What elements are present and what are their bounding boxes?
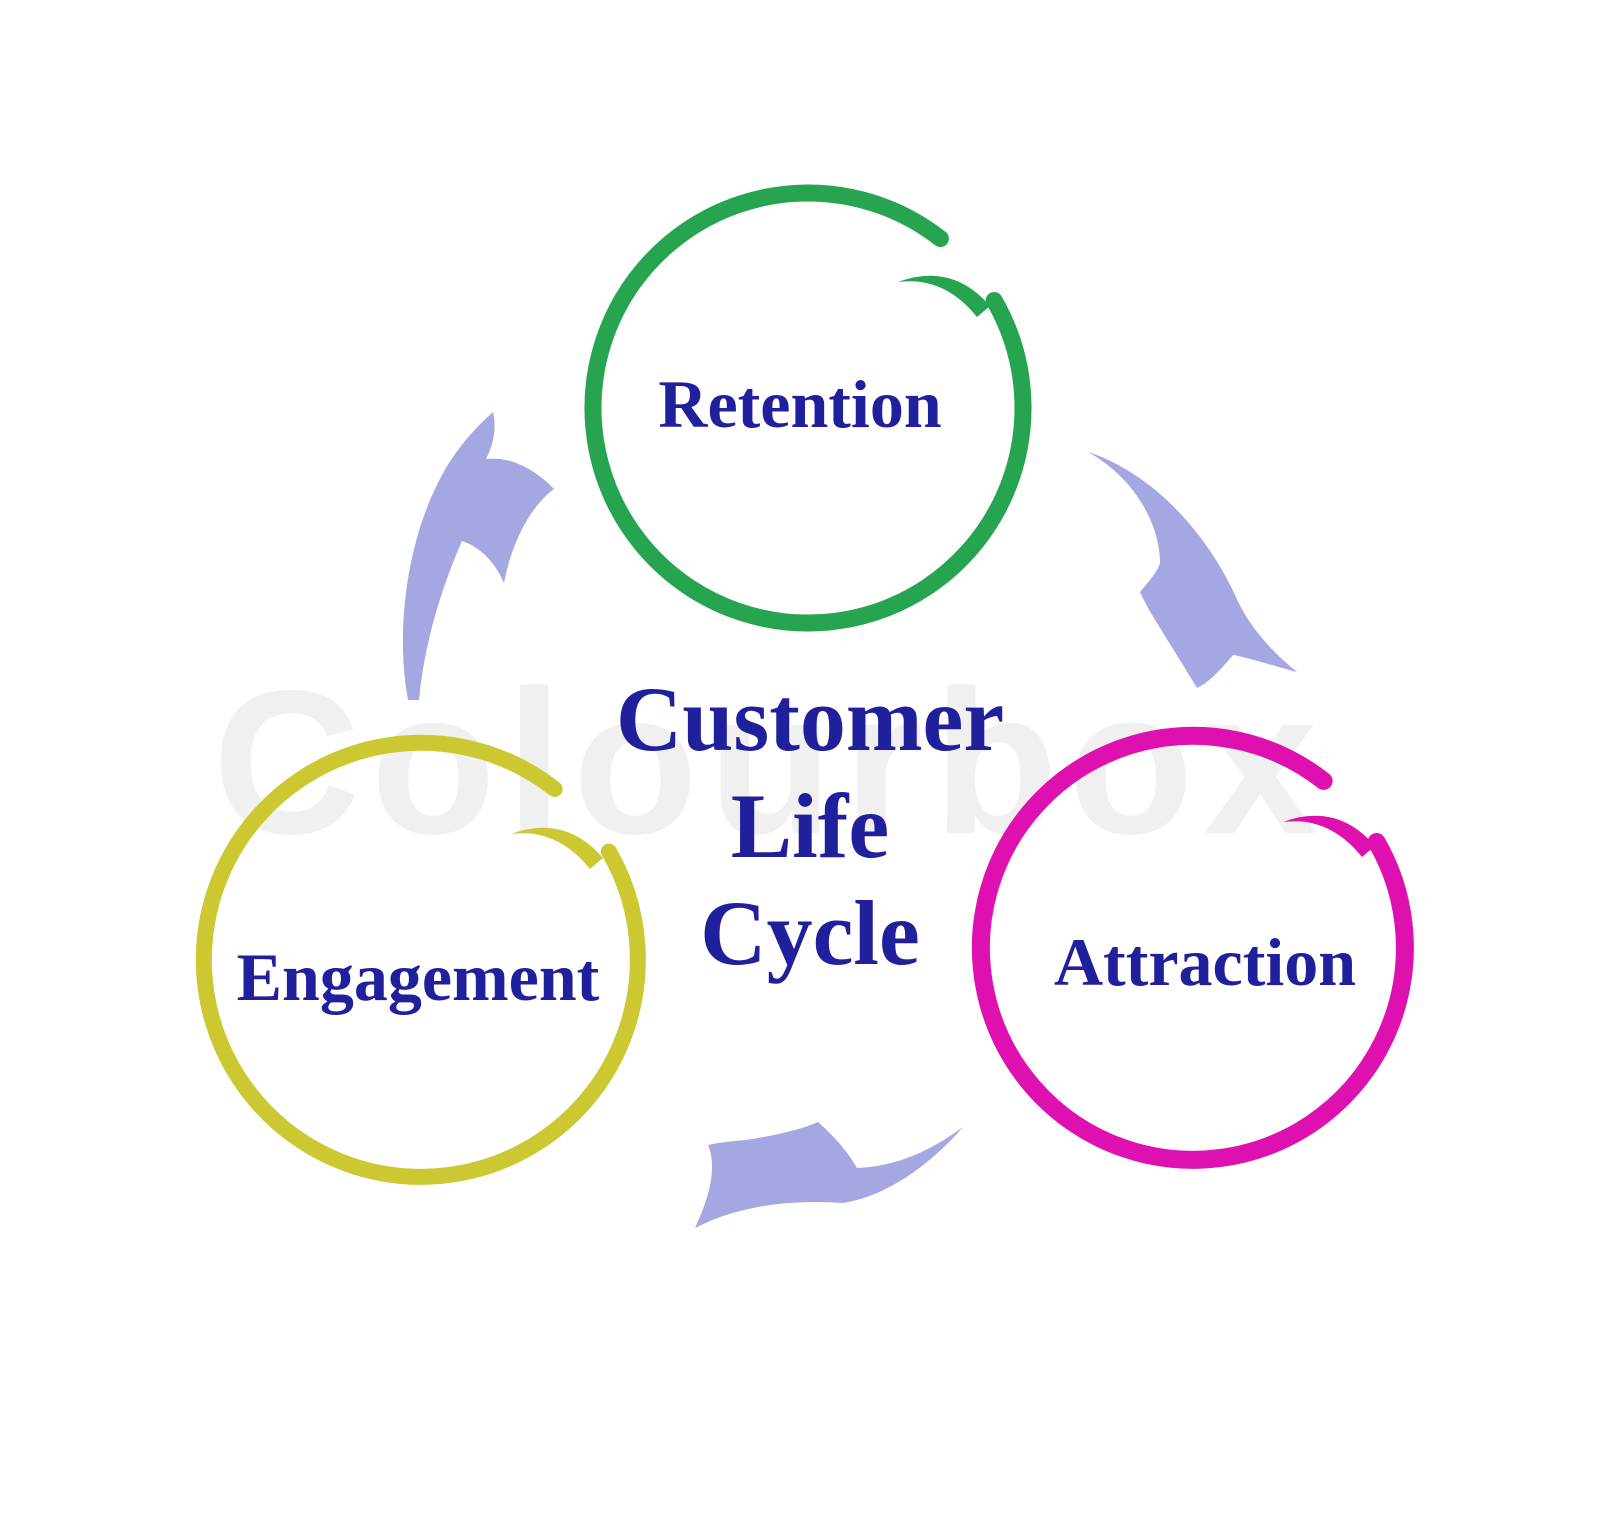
engagement-label: Engagement xyxy=(237,939,600,1015)
arrow-engagement-to-retention-icon xyxy=(402,412,554,700)
arrow-retention-to-attraction-icon xyxy=(1088,452,1297,688)
retention-circle xyxy=(584,184,1032,632)
retention-circle-flick-icon xyxy=(898,275,990,317)
arrow-attraction-to-engagement-icon xyxy=(695,1122,963,1228)
title-line-1: Customer xyxy=(616,668,1004,770)
attraction-circle-flick-icon xyxy=(1283,815,1375,857)
attraction-circle xyxy=(971,726,1414,1169)
title-line-3: Cycle xyxy=(700,882,920,984)
retention-label: Retention xyxy=(658,366,941,442)
attraction-label: Attraction xyxy=(1054,924,1356,1000)
engagement-circle-flick-icon xyxy=(511,827,603,869)
engagement-circle xyxy=(195,734,646,1185)
title-line-2: Life xyxy=(731,775,889,877)
watermark-text: Colourbox xyxy=(213,648,1328,877)
diagram-title: Customer Life Cycle xyxy=(616,668,1004,984)
